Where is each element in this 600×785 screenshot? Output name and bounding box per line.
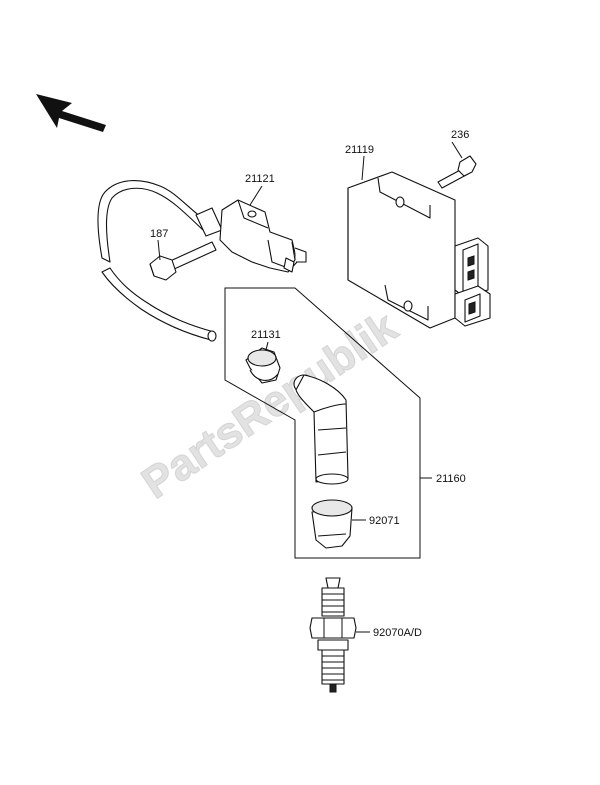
label-21119: 21119: [345, 144, 374, 156]
igniter-unit: [347, 171, 491, 329]
label-187: 187: [150, 228, 168, 240]
label-21131: 21131: [251, 329, 281, 341]
label-21160: 21160: [436, 473, 466, 485]
coil-mounting-bolt: [149, 241, 217, 281]
leader-lines: [157, 141, 463, 633]
ignition-coil: [97, 180, 307, 342]
igniter-mounting-bolt: [437, 155, 477, 189]
plug-cap-seal: [245, 347, 281, 384]
plug-cap-terminal: [311, 499, 353, 549]
front-direction-arrow-icon: [36, 94, 106, 132]
spark-plug-cap: [293, 374, 349, 485]
label-236: 236: [451, 129, 469, 141]
spark-plug: [309, 577, 357, 693]
plug-cap-assembly-outline: [224, 287, 421, 559]
label-92070ad: 92070A/D: [373, 627, 422, 639]
label-92071: 92071: [369, 515, 400, 527]
label-21121: 21121: [245, 173, 275, 185]
